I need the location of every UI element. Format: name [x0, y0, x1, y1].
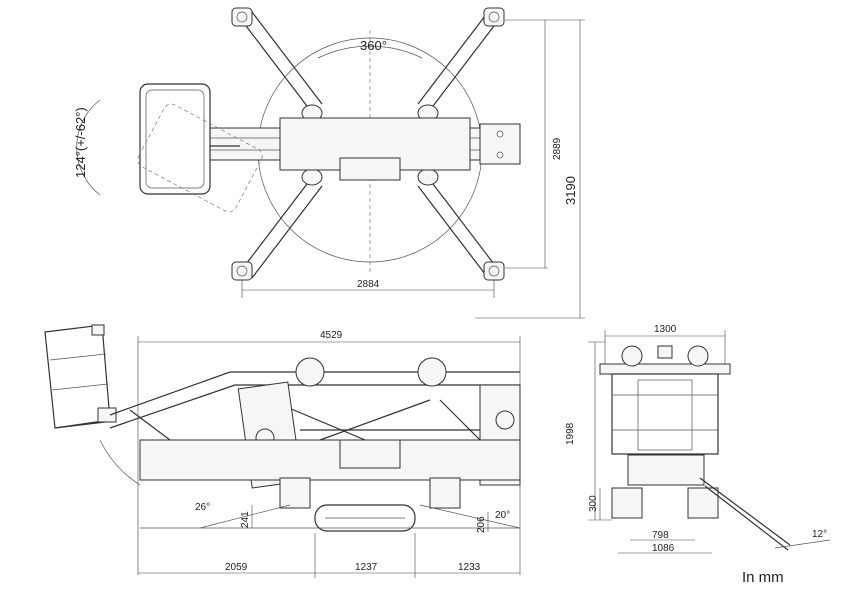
top-inner-length-dim: 2889	[552, 137, 563, 160]
basket-rotation-arrow	[76, 99, 101, 196]
machine-body-top	[209, 117, 521, 181]
side-height-241: 241	[240, 511, 251, 528]
front-view: 1300 1998 300 798 1086 12°	[565, 324, 831, 554]
front-width-top: 1300	[654, 324, 677, 335]
angle-left: 26°	[195, 502, 210, 513]
chassis-side	[139, 439, 521, 532]
top-view: 360°	[73, 7, 585, 319]
rotation-label: 360°	[360, 38, 387, 53]
top-outer-length-dim: 3190	[563, 176, 578, 205]
side-overall-length: 4529	[320, 330, 343, 341]
side-seg-left: 2059	[225, 562, 248, 573]
angle-right: 20°	[495, 510, 510, 521]
front-height: 1998	[565, 422, 576, 445]
rotation-arc-arrow	[317, 45, 423, 59]
side-seg-mid: 1237	[355, 562, 378, 573]
side-seg-right: 1233	[458, 562, 481, 573]
side-view: 4529	[44, 324, 521, 578]
top-width-dim: 2884	[357, 279, 380, 290]
basket-rotation-label: 124°(+/-62°)	[73, 107, 88, 178]
front-angle: 12°	[812, 529, 827, 540]
side-height-206: 206	[476, 516, 487, 533]
front-track-width: 798	[652, 530, 669, 541]
basket-top	[137, 83, 263, 213]
front-base-width: 1086	[652, 543, 675, 554]
outrigger-arms	[231, 7, 505, 281]
basket-side	[44, 324, 117, 429]
front-height-low: 300	[588, 495, 599, 512]
units-label: In mm	[742, 569, 784, 586]
